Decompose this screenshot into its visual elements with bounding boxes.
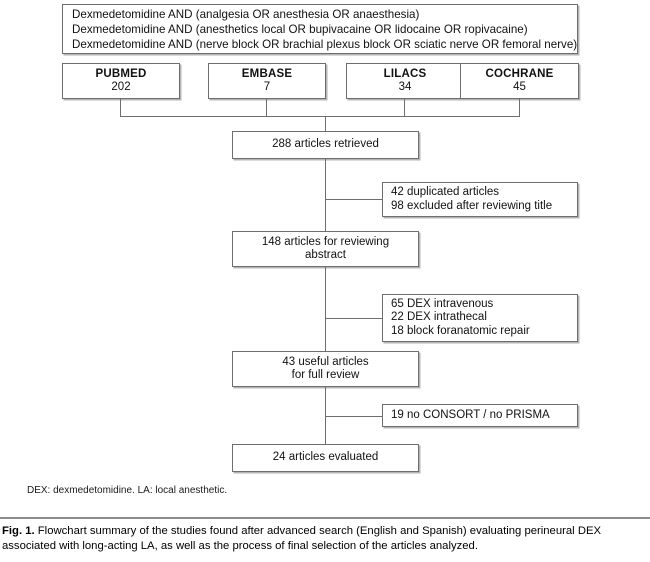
connector-branch-exclusion-1 — [325, 199, 382, 200]
exclusion-box-1: 42 duplicated articles 98 excluded after… — [382, 182, 578, 217]
connector-cochrane-down — [519, 99, 520, 116]
flow-box-abstract-line-2: abstract — [305, 249, 346, 261]
database-box-cochrane: COCHRANE 45 — [460, 63, 579, 99]
connector-useful-to-evaluated — [325, 387, 326, 444]
flow-box-retrieved-line-1: 288 articles retrieved — [272, 138, 379, 151]
figure-caption-text: Flowchart summary of the studies found a… — [2, 525, 602, 552]
exclusion-box-2-line-3: 18 block foranatomic repair — [391, 324, 530, 337]
exclusion-box-2-line-2: 22 DEX intrathecal — [391, 311, 487, 324]
database-count-lilacs: 34 — [398, 81, 412, 93]
database-count-cochrane: 45 — [513, 81, 526, 93]
connector-bus-to-retrieved — [325, 116, 326, 131]
figure-caption-label: Fig. 1. — [2, 525, 35, 537]
connector-embase-down — [266, 99, 267, 116]
flow-box-useful-line-2: for full review — [291, 369, 360, 381]
exclusion-box-1-line-2: 98 excluded after reviewing title — [391, 199, 553, 212]
figure-caption: Fig. 1. Flowchart summary of the studies… — [2, 524, 650, 553]
exclusion-box-2-line-1: 65 DEX intravenous — [391, 297, 494, 310]
exclusion-box-3: 19 no CONSORT / no PRISMA — [382, 404, 578, 427]
connector-database-bus — [120, 116, 520, 117]
database-name-cochrane: COCHRANE — [485, 68, 554, 80]
search-query-line-1: Dexmedetomidine AND (analgesia OR anesth… — [72, 7, 420, 21]
exclusion-box-2: 65 DEX intravenous 22 DEX intrathecal 18… — [382, 294, 578, 342]
flow-box-abstract: 148 articles for reviewing abstract — [232, 231, 419, 267]
search-query-box: Dexmedetomidine AND (analgesia OR anesth… — [62, 4, 578, 54]
flow-box-retrieved: 288 articles retrieved — [232, 131, 419, 159]
flow-box-evaluated-line-1: 24 articles evaluated — [272, 451, 379, 464]
database-name-embase: EMBASE — [241, 68, 293, 80]
database-name-lilacs: LILACS — [383, 68, 427, 80]
flow-box-evaluated: 24 articles evaluated — [232, 444, 419, 472]
flow-box-useful: 43 useful articles for full review — [232, 351, 419, 387]
connector-pubmed-down — [120, 99, 121, 116]
database-name-pubmed: PUBMED — [95, 68, 147, 80]
search-query-line-2: Dexmedetomidine AND (anesthetics local O… — [72, 22, 528, 36]
database-count-embase: 7 — [263, 81, 271, 93]
caption-divider — [0, 517, 650, 519]
figure-footnote: DEX: dexmedetomidine. LA: local anesthet… — [27, 485, 228, 496]
connector-retrieved-to-abstract — [325, 159, 326, 231]
database-count-pubmed: 202 — [111, 81, 131, 93]
connector-branch-exclusion-3 — [325, 416, 382, 417]
search-query-line-3: Dexmedetomidine AND (nerve block OR brac… — [72, 37, 578, 51]
database-box-lilacs: LILACS 34 — [346, 63, 464, 99]
exclusion-box-3-line-1: 19 no CONSORT / no PRISMA — [391, 408, 550, 421]
database-box-embase: EMBASE 7 — [208, 63, 326, 99]
database-box-pubmed: PUBMED 202 — [62, 63, 180, 99]
exclusion-box-1-line-1: 42 duplicated articles — [391, 186, 500, 198]
flow-box-useful-line-1: 43 useful articles — [282, 355, 369, 368]
connector-abstract-to-useful — [325, 267, 326, 351]
flow-box-abstract-line-1: 148 articles for reviewing — [261, 235, 390, 248]
connector-lilacs-down — [404, 99, 405, 116]
connector-branch-exclusion-2 — [325, 318, 382, 319]
